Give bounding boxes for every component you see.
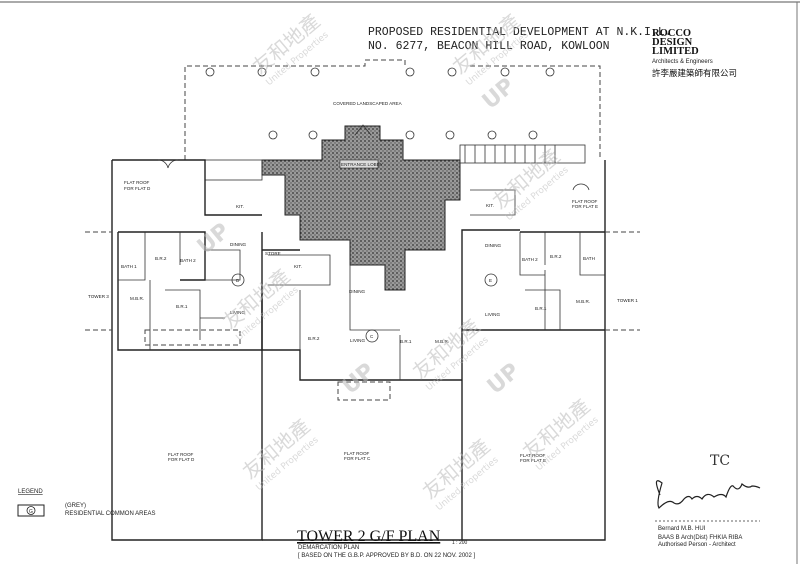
svg-text:D: D xyxy=(236,278,240,283)
svg-text:DESIGN: DESIGN xyxy=(652,37,693,48)
svg-text:KIT.: KIT. xyxy=(236,204,244,209)
flat-d: FLAT ROOF FOR FLAT D B.R.2 BATH 1 BATH 2… xyxy=(111,159,263,541)
svg-text:E: E xyxy=(489,278,492,283)
svg-text:B.R.1: B.R.1 xyxy=(535,306,547,311)
tower-3-label: TOWER 3 xyxy=(88,294,109,299)
svg-text:Authorised Person - Architect: Authorised Person - Architect xyxy=(658,542,736,548)
svg-text:1 : 200: 1 : 200 xyxy=(452,540,468,546)
signature-block: TC Bernard M.B. HUI BAAS B Arch(Dist) FH… xyxy=(655,453,761,548)
svg-text:FLAT ROOF: FLAT ROOF xyxy=(124,180,150,185)
svg-text:BATH 2: BATH 2 xyxy=(522,257,538,262)
svg-text:UP: UP xyxy=(478,74,520,115)
columns xyxy=(205,67,555,140)
svg-text:LIMITED: LIMITED xyxy=(652,46,699,57)
svg-text:FOR FLAT D: FOR FLAT D xyxy=(168,457,195,462)
svg-text:FLAT ROOF: FLAT ROOF xyxy=(344,451,370,456)
drawing-title-block: TOWER 2 G/F PLAN 1 : 200 DEMARCATION PLA… xyxy=(297,528,476,559)
svg-text:BATH 2: BATH 2 xyxy=(180,258,196,263)
svg-text:FOR FLAT C: FOR FLAT C xyxy=(344,456,371,461)
svg-text:LIVING: LIVING xyxy=(350,338,365,343)
svg-text:[ BASED ON THE G.B.P. APPROVED: [ BASED ON THE G.B.P. APPROVED BY B.D. O… xyxy=(298,553,476,559)
svg-text:LEGEND: LEGEND xyxy=(18,489,43,495)
svg-text:TC: TC xyxy=(710,453,730,469)
covered-landscape-label: COVERED LANDSCAPED AREA xyxy=(333,101,403,106)
svg-text:TOWER 2 G/F PLAN: TOWER 2 G/F PLAN xyxy=(297,528,441,545)
architect-logo: ROCCO DESIGN LIMITED Architects & Engine… xyxy=(652,28,737,79)
svg-text:Bernard M.B. HUI: Bernard M.B. HUI xyxy=(658,526,706,532)
flat-e: FLAT ROOF FOR FLAT E KIT. DINING B.R.2 B… xyxy=(461,160,606,541)
tower-1-label: TOWER 1 xyxy=(617,298,638,303)
svg-text:M.B.R.: M.B.R. xyxy=(130,296,144,301)
svg-text:UP: UP xyxy=(338,359,380,400)
svg-text:FOR FLAT D: FOR FLAT D xyxy=(124,186,151,191)
svg-text:B.R.2: B.R.2 xyxy=(550,254,562,259)
svg-text:UP: UP xyxy=(483,359,525,400)
svg-text:G: G xyxy=(29,509,33,515)
svg-text:FOR FLAT E: FOR FLAT E xyxy=(572,204,598,209)
project-title-line2: NO. 6277, BEACON HILL ROAD, KOWLOON xyxy=(368,40,610,53)
svg-text:ROCCO: ROCCO xyxy=(652,28,691,39)
legend: LEGEND G (GREY) RESIDENTIAL COMMON AREAS xyxy=(17,489,155,517)
svg-text:Architects & Engineers: Architects & Engineers xyxy=(652,59,713,65)
svg-text:M.B.R.: M.B.R. xyxy=(576,299,590,304)
svg-text:B.R.1: B.R.1 xyxy=(176,304,188,309)
svg-text:DEMARCATION PLAN: DEMARCATION PLAN xyxy=(298,545,359,551)
svg-text:DINING: DINING xyxy=(230,242,247,247)
svg-text:FLAT ROOF: FLAT ROOF xyxy=(168,452,194,457)
svg-text:B.R.2: B.R.2 xyxy=(308,336,320,341)
svg-text:DINING: DINING xyxy=(349,289,366,294)
svg-text:STORE: STORE xyxy=(265,251,281,256)
svg-text:C: C xyxy=(370,334,374,339)
entrance-lobby-label: ENTRANCE LOBBY xyxy=(341,162,383,167)
svg-text:BATH: BATH xyxy=(583,256,595,261)
project-title-line1: PROPOSED RESIDENTIAL DEVELOPMENT AT N.K.… xyxy=(368,26,672,39)
svg-text:B.R.1: B.R.1 xyxy=(400,339,412,344)
svg-text:LIVING: LIVING xyxy=(485,312,500,317)
covered-area-boundary xyxy=(184,59,601,160)
residential-common-area xyxy=(261,125,461,291)
svg-text:RESIDENTIAL COMMON AREAS: RESIDENTIAL COMMON AREAS xyxy=(65,511,155,517)
svg-text:M.B.R.: M.B.R. xyxy=(435,339,449,344)
svg-text:FOR FLAT E: FOR FLAT E xyxy=(520,458,546,463)
svg-text:LIVING: LIVING xyxy=(230,310,245,315)
svg-text:FLAT ROOF: FLAT ROOF xyxy=(520,453,546,458)
svg-text:FLAT ROOF: FLAT ROOF xyxy=(572,199,598,204)
svg-text:KIT.: KIT. xyxy=(486,203,494,208)
svg-text:UP: UP xyxy=(193,219,235,260)
svg-text:許李嚴建築師有限公司: 許李嚴建築師有限公司 xyxy=(652,68,737,79)
svg-text:DINING: DINING xyxy=(485,243,502,248)
svg-text:BAAS B Arch(Dist) FHKIA RIBA: BAAS B Arch(Dist) FHKIA RIBA xyxy=(658,535,742,541)
svg-text:BATH 1: BATH 1 xyxy=(121,264,137,269)
svg-text:B.R.2: B.R.2 xyxy=(155,256,167,261)
svg-text:KIT.: KIT. xyxy=(294,264,302,269)
svg-text:(GREY): (GREY) xyxy=(65,503,86,509)
